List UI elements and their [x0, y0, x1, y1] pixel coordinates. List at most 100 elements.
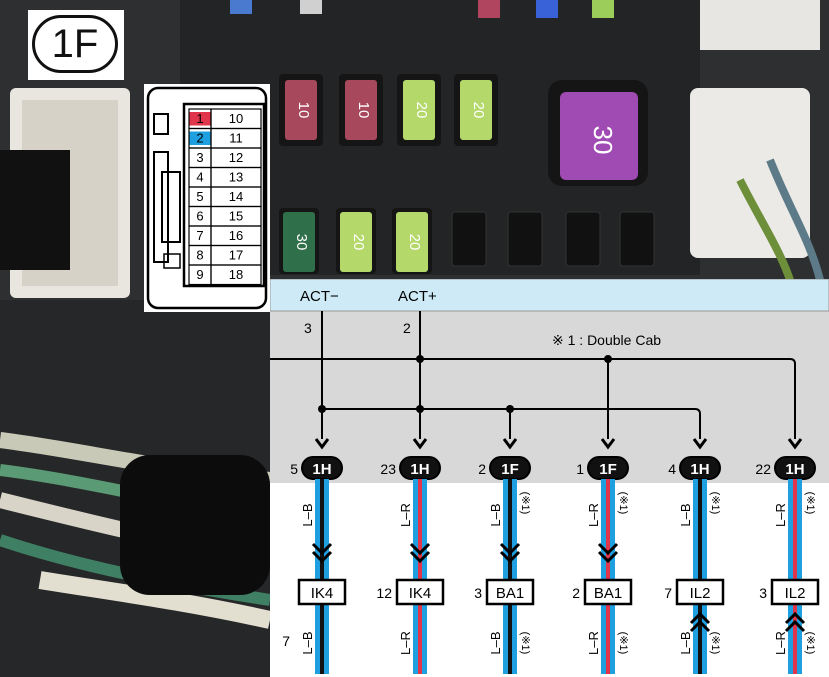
destination-connector-box [395, 578, 445, 606]
wire-color-label: L–R [398, 503, 413, 527]
lower-wire-color-label: L–R [398, 631, 413, 655]
pin-color-marker [189, 131, 211, 145]
svg-text:9: 9 [196, 267, 203, 282]
lower-wire-note: (※1) [617, 632, 629, 655]
pin-color-marker [189, 112, 211, 126]
svg-text:4: 4 [196, 170, 203, 185]
pin-act-minus: 3 [304, 320, 312, 336]
svg-text:2: 2 [196, 131, 203, 146]
empty-fuse-slot [565, 211, 601, 267]
svg-text:13: 13 [229, 170, 243, 185]
destination-connector-id: IK4 [409, 585, 432, 602]
lower-wire-color-label: L–R [586, 631, 601, 655]
connector-id: 1H [785, 461, 804, 478]
destination-connector-box [297, 578, 347, 606]
lower-wire-note: (※1) [709, 632, 721, 655]
empty-fuse-slot [451, 211, 487, 267]
fuse-rating: 20 [406, 234, 423, 251]
fuse-2: 10 [339, 74, 383, 146]
pin-act-plus: 2 [403, 320, 411, 336]
lower-wire-color-label: L–B [678, 631, 693, 654]
diagram-header [270, 279, 829, 312]
connector-pin-number: 22 [755, 461, 771, 477]
destination-pin-number: 7 [664, 585, 672, 601]
svg-text:7: 7 [196, 228, 203, 243]
fuse-rating: 10 [295, 102, 312, 119]
fuse-6: 20 [336, 208, 376, 274]
destination-pin-number: 2 [572, 585, 580, 601]
right-connector [690, 88, 810, 258]
connector-id: 1F [501, 461, 519, 478]
fuse-rating: 20 [413, 102, 430, 119]
lower-wire-color-label: L–R [773, 631, 788, 655]
wire-color-label: L–R [773, 503, 788, 527]
destination-connector-id: BA1 [594, 585, 622, 602]
lower-wire-note: (※1) [804, 632, 816, 655]
empty-fuse-slot [507, 211, 543, 267]
fuse-7: 20 [392, 208, 432, 274]
connector-pin: 18 [210, 264, 262, 286]
destination-connector-id: BA1 [496, 585, 524, 602]
connector-pin-number: 23 [380, 461, 396, 477]
fuse-rating: 30 [293, 234, 310, 251]
wiring-diagram: ACT− ACT+ 3 2 ※ 1 : Double Cab 1H5L–BIK4… [270, 279, 829, 677]
svg-text:18: 18 [229, 267, 243, 282]
fuse-rating: 10 [355, 102, 372, 119]
svg-text:3: 3 [196, 150, 203, 165]
svg-text:14: 14 [229, 189, 243, 204]
svg-text:10: 10 [229, 111, 243, 126]
tape-wrap [120, 455, 270, 595]
connector-id: 1H [312, 461, 331, 478]
fuse-rating: 20 [470, 102, 487, 119]
connector-id: 1F [599, 461, 617, 478]
destination-connector-id: IK4 [311, 585, 334, 602]
wire-note: (※1) [519, 492, 531, 515]
lower-wire-note: (※1) [519, 632, 531, 655]
svg-text:17: 17 [229, 248, 243, 263]
svg-text:11: 11 [229, 131, 243, 146]
connector-pin-number: 5 [290, 461, 298, 477]
destination-connector-box [675, 578, 725, 606]
wire-note: (※1) [709, 492, 721, 515]
lower-wire-color-label: L–B [300, 631, 315, 654]
svg-text:12: 12 [229, 150, 243, 165]
header-act-plus: ACT+ [398, 288, 437, 305]
header-act-minus: ACT− [300, 288, 339, 305]
diagram-upper-panel [270, 279, 829, 483]
connector-pin-number: 4 [668, 461, 676, 477]
destination-connector-box [485, 578, 535, 606]
lower-wire-color-label: L–B [488, 631, 503, 654]
fuse-rating: 20 [350, 234, 367, 251]
destination-connector-box [583, 578, 633, 606]
wire-color-label: L–R [586, 503, 601, 527]
fuse-5: 30 [279, 208, 319, 274]
large-fuse [560, 92, 638, 180]
connector-id: 1H [410, 461, 429, 478]
fuse-4: 20 [454, 74, 498, 146]
destination-pin-number: 12 [376, 585, 392, 601]
svg-text:30: 30 [588, 126, 618, 155]
wire-color-label: L–B [678, 503, 693, 526]
wire-color-label: L–B [300, 503, 315, 526]
destination-connector-box [770, 578, 820, 606]
svg-text:15: 15 [229, 209, 243, 224]
connector-label-text: 1F [32, 15, 118, 73]
svg-text:8: 8 [196, 248, 203, 263]
destination-pin-number: 3 [474, 585, 482, 601]
svg-text:16: 16 [229, 228, 243, 243]
wire-note: (※1) [617, 492, 629, 515]
empty-fuse-slot [619, 211, 655, 267]
lower-pin-number: 7 [282, 633, 290, 649]
connector-label-1f: 1F [28, 10, 124, 80]
svg-text:5: 5 [196, 189, 203, 204]
svg-text:6: 6 [196, 209, 203, 224]
destination-connector-id: IL2 [785, 585, 806, 602]
svg-text:1: 1 [196, 111, 203, 126]
wire-note: (※1) [804, 492, 816, 515]
